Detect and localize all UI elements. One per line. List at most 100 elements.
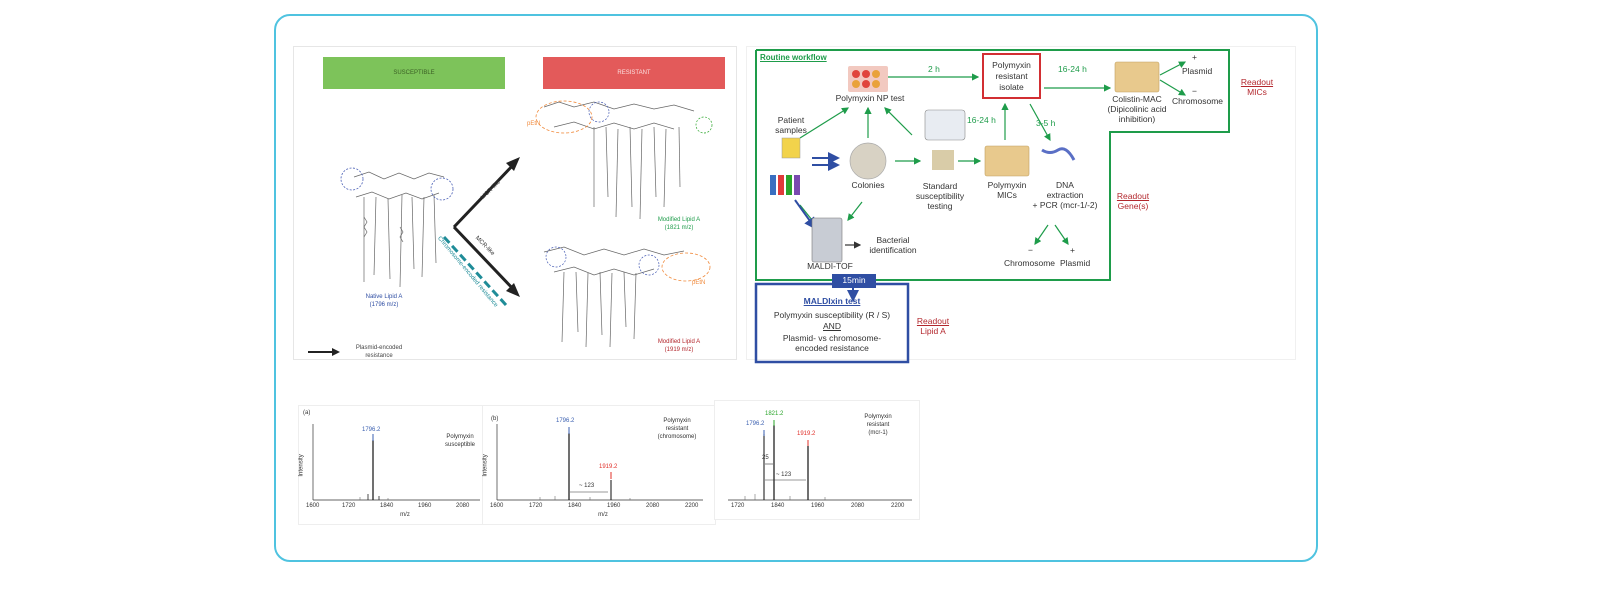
readout-mics-line2: MICs [1247,87,1267,97]
spectrum-b-tick-2: 1720 [529,503,543,509]
polymyxin-mics-line1: Polymyxin [987,180,1027,190]
bacterial-id-line1: Bacterial [876,235,910,245]
spectrum-c-tick-2: 1840 [771,503,785,509]
maldixin-line2a: Plasmid- vs chromosome- [782,333,882,343]
native-lipid-label: Native Lipid A [365,294,403,300]
spectrum-c-tick-1: 1720 [731,503,745,509]
petn-top-label: pEtN [527,121,541,127]
susceptible-label: SUSCEPTIBLE [393,70,435,76]
readout-lipid-line1: Readout [916,316,950,326]
spectrum-b-label: (b) [491,416,499,422]
dna-extraction-line2: extraction [1046,190,1084,200]
spectrum-a-tick-4: 1960 [418,503,432,509]
outer-frame [274,14,1318,562]
maldixin-title: MALDIxin test [803,296,861,306]
spectrum-b-title-3: (chromosome) [657,434,697,440]
colistin-mac-line1: Colistin-MAC [1112,94,1162,104]
spectrum-b-xlabel: m/z [598,512,608,518]
standard-line3: testing [927,201,953,211]
readout-mics-line1: Readout [1240,77,1274,87]
spectrum-a-ylabel: Intensity [298,454,305,477]
mcr-arrow-down [452,225,518,294]
dna-extraction-line1: DNA [1056,180,1074,190]
modified-red-mass: (1919 m/z) [664,347,694,353]
colistin-mac-line3: inhibition) [1118,114,1156,124]
spectrum-a-title-1: Polymyxin [446,434,474,440]
susceptible-banner [323,57,505,89]
routine-workflow-title: Routine workflow [760,53,827,62]
spectrum-b-delta: ~ 123 [579,483,595,489]
standard-line1: Standard [922,181,958,191]
chromosome-arrow-dashed [442,235,508,307]
spectrum-c-peak-label-1: 1796.2 [746,421,765,427]
phosphate-circle-right [430,177,454,201]
spectrum-c-delta-small: 25 [762,455,769,461]
resistant-isolate-line3: isolate [999,82,1024,92]
bacterial-id-line2: identification [869,245,917,255]
polymyxin-mics-line2: MICs [997,190,1017,200]
sixteen-24-top-label: 16-24 h [1058,64,1087,74]
dna-extraction-line3: + PCR (mcr-1/-2) [1032,200,1098,210]
spectrum-b-tick-4: 1960 [607,503,621,509]
lipid-structure-panel: SUSCEPTIBLE RESISTANT [293,46,737,360]
spectrum-c-tick-3: 1960 [811,503,825,509]
readout-genes-line1: Readout [1116,191,1150,201]
plus-top-sign: + [1192,52,1197,62]
chromosome-top-label: Chromosome [1172,96,1224,106]
modified-lipid-green-label: Modified Lipid A [657,217,701,223]
spectrum-a-tick-5: 2080 [456,503,470,509]
sixteen-24-mid-label: 16-24 h [967,115,996,125]
spectrum-b-tick-5: 2080 [646,503,660,509]
spectrum-a-label: (a) [303,410,311,416]
spectrum-b-tick-1: 1600 [490,503,504,509]
spectrum-c-title-3: (mcr-1) [868,430,888,436]
petn-circle-bottom [661,252,711,282]
spectrum-panel-a [298,405,484,525]
resistant-label: RESISTANT [617,70,651,76]
petn-bottom-label: pEtN [692,280,706,286]
spectrum-b-title-1: Polymyxin [663,418,691,424]
maldi-tof-label: MALDI-TOF [807,261,853,271]
spectrum-a-tick-1: 1600 [306,503,320,509]
maldixin-line2b: encoded resistance [795,343,869,353]
spectrum-c-peak-label-3: 1919.2 [797,431,816,437]
spectrum-b-peak-label-2: 1919.2 [599,464,618,470]
maldixin-and: AND [823,321,841,331]
native-lipid-a-structure [353,171,445,288]
minus-bottom-sign: − [1028,245,1033,255]
spectrum-c-peak-label-2: 1821.2 [765,411,784,417]
standard-line2: susceptibility [915,191,965,201]
petn-circle-top [535,100,593,134]
spectrum-a-tick-2: 1720 [342,503,356,509]
minus-top-sign: − [1192,86,1197,96]
spectrum-a-tick-3: 1840 [380,503,394,509]
plasmid-top-label: Plasmid [1182,66,1213,76]
spectrum-a-xlabel: m/z [400,512,410,518]
plus-bottom-sign: + [1070,245,1075,255]
two-h-label: 2 h [928,64,940,74]
readout-lipid-line2: Lipid A [920,326,946,336]
phosphate-circle-left [340,167,364,191]
spectrum-panel-b [482,405,716,525]
three-5-h-label: 3-5 h [1036,118,1056,128]
patient-samples-line2: samples [775,125,807,135]
mcr-arrow-up [452,160,518,229]
resistant-banner [543,57,725,89]
spectrum-c-delta: ~ 123 [776,472,792,478]
legend-resistance-label: resistance [365,353,393,359]
spectrum-b-ylabel: Intensity [482,454,489,477]
chromosome-bottom-label: Chromosome [1004,258,1056,268]
modified-lipid-red-label: Modified Lipid A [657,339,701,345]
spectrum-b-tick-3: 1840 [568,503,582,509]
lipid-structures-drawing [308,100,713,356]
readout-genes-line2: Gene(s) [1117,201,1149,211]
plasmid-bottom-label: Plasmid [1060,258,1091,268]
spectrum-c-tick-5: 2200 [891,503,905,509]
patient-samples-line1: Patient [777,115,805,125]
spectrum-c-title-1: Polymyxin [864,414,892,420]
spectrum-b-title-2: resistant [665,426,689,432]
spectrum-c-title-2: resistant [866,422,890,428]
native-lipid-mass: (1796 m/z) [369,302,399,308]
colonies-label: Colonies [851,180,885,190]
spectrum-c-tick-4: 2080 [851,503,865,509]
